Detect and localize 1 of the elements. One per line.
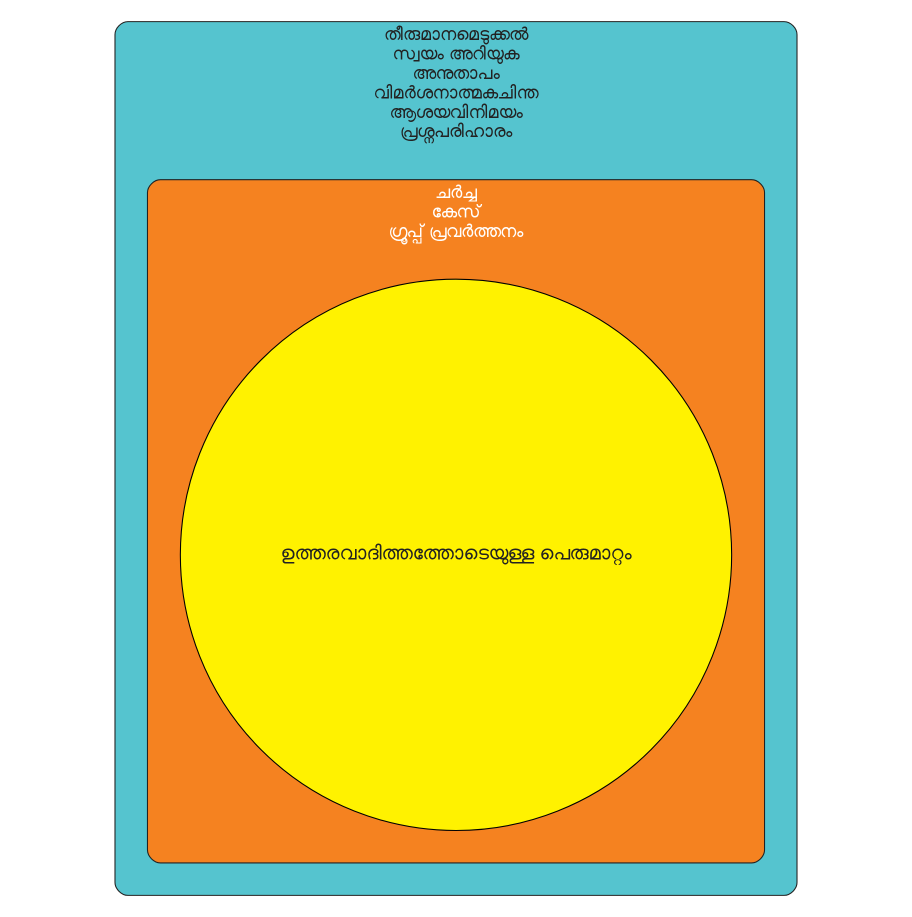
node-circle: ഉത്തരവാദിത്തത്തോടെയുള്ള പെരുമാറ്റം bbox=[180, 278, 732, 832]
